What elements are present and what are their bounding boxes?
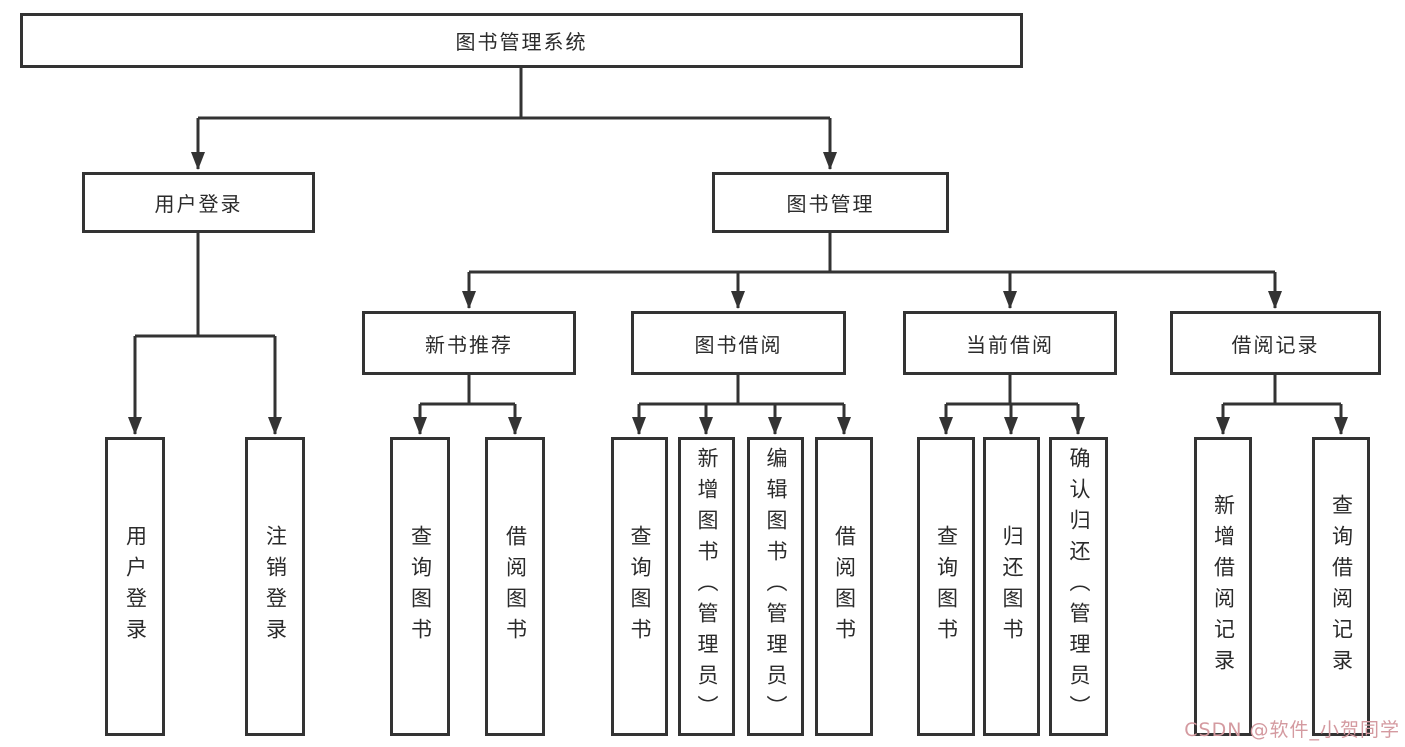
node-user-login-module-label: 用户登录	[154, 192, 243, 216]
node-new-book-recommend: 新书推荐	[362, 311, 576, 375]
node-leaf-add-book-admin: 新增图书（管理员）	[678, 437, 735, 736]
node-leaf-query-borrow-record: 查询借阅记录	[1312, 437, 1370, 736]
node-leaf-borrow-books-2: 借阅图书	[815, 437, 873, 736]
node-leaf-query-books-3: 查询图书	[917, 437, 975, 736]
node-borrow-records-label: 借阅记录	[1231, 332, 1320, 357]
node-leaf-logout-label: 注销登录	[263, 524, 288, 649]
node-leaf-borrow-books-1: 借阅图书	[485, 437, 545, 736]
node-leaf-add-book-admin-label: 新增图书（管理员）	[695, 447, 719, 726]
node-book-management-module: 图书管理	[712, 172, 949, 233]
node-leaf-borrow-books-1-label: 借阅图书	[503, 524, 528, 649]
watermark: CSDN @软件_小贺同学	[1184, 719, 1400, 741]
node-leaf-user-login-label: 用户登录	[123, 524, 148, 649]
node-book-management-module-label: 图书管理	[786, 192, 875, 216]
node-leaf-logout: 注销登录	[245, 437, 305, 736]
node-leaf-return-book: 归还图书	[983, 437, 1040, 736]
node-leaf-edit-book-admin: 编辑图书（管理员）	[747, 437, 804, 736]
node-leaf-query-borrow-record-label: 查询借阅记录	[1329, 493, 1354, 680]
node-leaf-add-borrow-record: 新增借阅记录	[1194, 437, 1252, 736]
node-book-borrow-label: 图书借阅	[694, 332, 783, 357]
node-leaf-confirm-return-admin-label: 确认归还（管理员）	[1067, 447, 1091, 726]
node-current-borrow: 当前借阅	[903, 311, 1117, 375]
node-leaf-query-books-2-label: 查询图书	[628, 524, 652, 649]
node-leaf-borrow-books-2-label: 借阅图书	[832, 524, 857, 649]
node-leaf-query-books-3-label: 查询图书	[934, 524, 959, 649]
node-leaf-query-books-1: 查询图书	[390, 437, 450, 736]
node-leaf-confirm-return-admin: 确认归还（管理员）	[1049, 437, 1108, 736]
node-current-borrow-label: 当前借阅	[966, 332, 1054, 357]
node-leaf-query-books-1-label: 查询图书	[408, 524, 433, 649]
node-leaf-add-borrow-record-label: 新增借阅记录	[1211, 493, 1236, 680]
node-root-system-label: 图书管理系统	[455, 30, 588, 54]
node-leaf-user-login: 用户登录	[105, 437, 165, 736]
node-leaf-query-books-2: 查询图书	[611, 437, 668, 736]
node-leaf-edit-book-admin-label: 编辑图书（管理员）	[764, 447, 788, 726]
node-book-borrow: 图书借阅	[631, 311, 846, 375]
node-borrow-records: 借阅记录	[1170, 311, 1381, 375]
node-user-login-module: 用户登录	[82, 172, 315, 233]
node-root-system: 图书管理系统	[20, 13, 1023, 68]
node-new-book-recommend-label: 新书推荐	[425, 332, 513, 357]
node-leaf-return-book-label: 归还图书	[1000, 524, 1024, 649]
